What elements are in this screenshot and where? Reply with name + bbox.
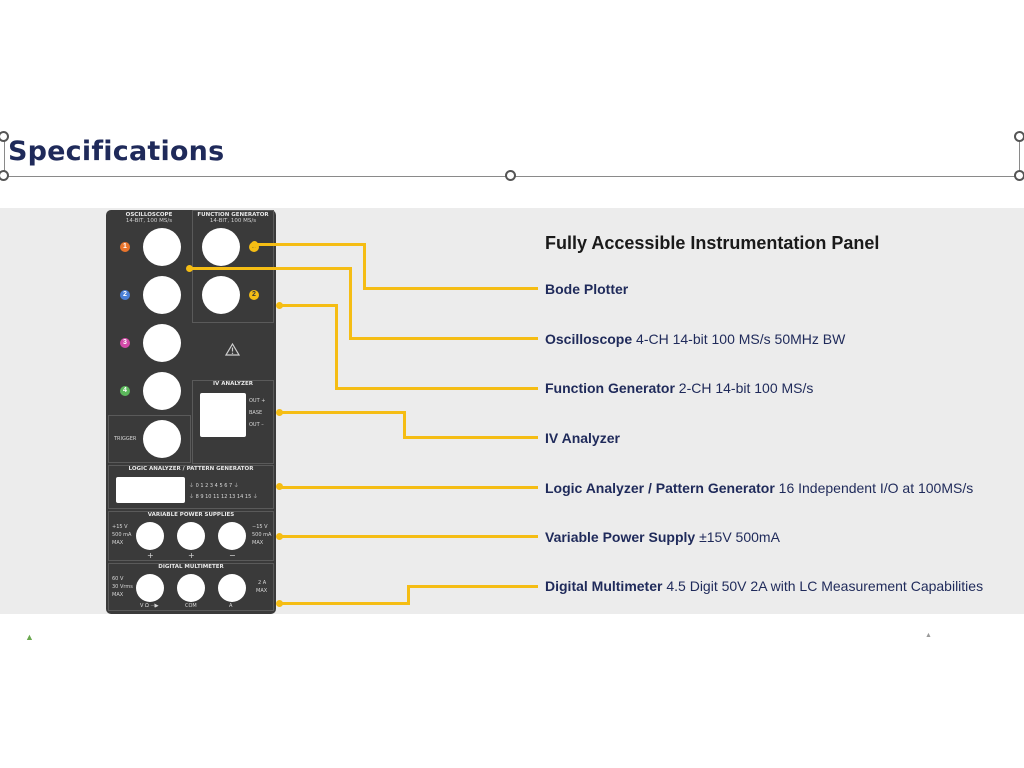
footer-right-mark-icon: ▲ bbox=[925, 632, 932, 639]
resize-handle-bottom-left[interactable] bbox=[0, 170, 9, 181]
trigger-label: TRIGGER bbox=[114, 436, 137, 442]
scope-ch4-connector bbox=[143, 372, 181, 410]
trigger-section bbox=[108, 415, 191, 463]
fg-wire-seg2 bbox=[335, 304, 338, 389]
instrumentation-panel-image: OSCILLOSCOPE 14-BIT, 100 MS/s 1 2 3 4 TR… bbox=[106, 210, 276, 614]
dmm-jack-label-1: V Ω ⊣▶ bbox=[140, 603, 159, 609]
multimeter-section bbox=[108, 563, 274, 611]
ps-sign-3: − bbox=[229, 551, 236, 560]
ch4-badge: 4 bbox=[120, 386, 130, 396]
iv-wire-seg3 bbox=[403, 436, 538, 439]
dmm-amp-connector bbox=[218, 574, 246, 602]
power-supplies-title: VARIABLE POWER SUPPLIES bbox=[147, 512, 235, 518]
ch2-badge: 2 bbox=[120, 290, 130, 300]
fg-section-title: FUNCTION GENERATOR bbox=[197, 212, 269, 218]
fg-wire-seg3 bbox=[335, 387, 538, 390]
title-box-right-edge bbox=[1019, 138, 1020, 176]
iv-wire-seg2 bbox=[403, 411, 406, 438]
ps-right-line2: 500 mA bbox=[252, 532, 272, 538]
feature-logic-analyzer: Logic Analyzer / Pattern Generator 16 In… bbox=[545, 480, 974, 496]
bode-wire-seg1 bbox=[254, 243, 365, 246]
ps-pos-connector bbox=[136, 522, 164, 550]
feature-oscilloscope: Oscilloscope 4-CH 14-bit 100 MS/s 50MHz … bbox=[545, 331, 846, 347]
iv-analyzer-title: IV ANALYZER bbox=[213, 381, 253, 387]
ch1-badge: 1 bbox=[120, 242, 130, 252]
footer-logo-mark-icon: ▲ bbox=[25, 632, 34, 642]
iv-pin-out-minus: OUT – bbox=[249, 422, 264, 428]
dmm-com-connector bbox=[177, 574, 205, 602]
dmm-left-line3: MAX bbox=[112, 592, 124, 598]
logic-analyzer-connector bbox=[116, 477, 185, 503]
resize-handle-top-right[interactable] bbox=[1014, 131, 1024, 142]
footer-logo-clipped bbox=[47, 631, 165, 639]
ps-sign-2: + bbox=[188, 551, 195, 560]
dmm-left-line1: 60 V bbox=[112, 576, 124, 582]
logic-analyzer-title: LOGIC ANALYZER / PATTERN GENERATOR bbox=[128, 466, 254, 472]
logic-pins-row2: ⏚ 8 9 10 11 12 13 14 15 ⏚ bbox=[189, 494, 258, 500]
resize-handle-top-left[interactable] bbox=[0, 131, 9, 142]
logic-analyzer-section bbox=[108, 465, 274, 509]
oscilloscope-section-title: OSCILLOSCOPE bbox=[125, 212, 173, 218]
ps-left-line2: 500 mA bbox=[112, 532, 132, 538]
dmm-left-line2: 30 Vrms bbox=[112, 584, 133, 590]
dmm-jack-label-3: A bbox=[229, 603, 233, 609]
title-box-left-edge bbox=[4, 138, 5, 176]
feature-iv-analyzer: IV Analyzer bbox=[545, 430, 620, 446]
trigger-connector bbox=[143, 420, 181, 458]
iv-analyzer-section bbox=[192, 380, 274, 464]
bode-wire-seg3 bbox=[363, 287, 538, 290]
fg-section-sub: 14-BIT, 100 MS/s bbox=[209, 218, 257, 224]
page-title: Specifications bbox=[8, 136, 225, 167]
ps-right-line1: −15 V bbox=[252, 524, 268, 530]
scope-wire-seg2 bbox=[349, 267, 352, 339]
ps-left-line1: +15 V bbox=[112, 524, 128, 530]
bode-wire-seg2 bbox=[363, 243, 366, 289]
dmm-jack-label-2: COM bbox=[185, 603, 197, 609]
dmm-right-line2: MAX bbox=[256, 588, 268, 594]
panel-heading: Fully Accessible Instrumentation Panel bbox=[545, 233, 880, 253]
dmm-wire-seg3 bbox=[407, 585, 538, 588]
scope-wire-seg3 bbox=[349, 337, 538, 340]
resize-handle-bottom-right[interactable] bbox=[1014, 170, 1024, 181]
iv-pin-base: BASE bbox=[249, 410, 263, 416]
iv-pin-out-plus: OUT + bbox=[249, 398, 266, 404]
ps-right-line3: MAX bbox=[252, 540, 264, 546]
ps-wire bbox=[279, 535, 538, 538]
warning-triangle-icon bbox=[225, 343, 240, 356]
iv-analyzer-socket bbox=[200, 393, 246, 437]
feature-bode-plotter: Bode Plotter bbox=[545, 281, 629, 297]
dmm-wire-seg1 bbox=[279, 602, 410, 605]
ps-common-connector bbox=[177, 522, 205, 550]
feature-digital-multimeter: Digital Multimeter 4.5 Digit 50V 2A with… bbox=[545, 578, 984, 594]
feature-function-generator: Function Generator 2-CH 14-bit 100 MS/s bbox=[545, 380, 814, 396]
fg-ch2-badge: 2 bbox=[249, 290, 259, 300]
dmm-voltage-connector bbox=[136, 574, 164, 602]
scope-ch1-connector bbox=[143, 228, 181, 266]
iv-wire-seg1 bbox=[279, 411, 406, 414]
ps-sign-1: + bbox=[147, 551, 154, 560]
oscilloscope-section-sub: 14-BIT, 100 MS/s bbox=[125, 218, 173, 224]
power-supplies-section bbox=[108, 511, 274, 561]
scope-ch2-connector bbox=[143, 276, 181, 314]
scope-ch3-connector bbox=[143, 324, 181, 362]
dmm-right-line1: 2 A bbox=[258, 580, 267, 586]
ps-neg-connector bbox=[218, 522, 246, 550]
ch3-badge: 3 bbox=[120, 338, 130, 348]
scope-wire-seg1 bbox=[189, 267, 351, 270]
multimeter-title: DIGITAL MULTIMETER bbox=[158, 564, 224, 570]
dmm-wire-seg2 bbox=[407, 585, 410, 605]
logic-wire bbox=[279, 486, 538, 489]
logic-pins-row1: ⏚ 0 1 2 3 4 5 6 7 ⏚ bbox=[189, 483, 239, 489]
feature-variable-power-supply: Variable Power Supply ±15V 500mA bbox=[545, 529, 780, 545]
fg-ch1-connector bbox=[202, 228, 240, 266]
resize-handle-bottom-center[interactable] bbox=[505, 170, 516, 181]
fg-ch2-connector bbox=[202, 276, 240, 314]
ps-left-line3: MAX bbox=[112, 540, 124, 546]
fg-wire-seg1 bbox=[279, 304, 338, 307]
